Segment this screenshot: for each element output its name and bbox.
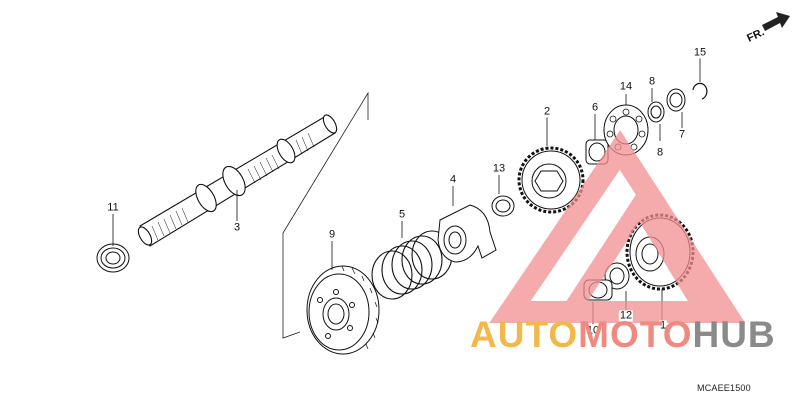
- callout-3: 3: [232, 221, 242, 234]
- callout-5: 5: [397, 208, 407, 221]
- callout-11: 11: [106, 201, 120, 214]
- callout-9: 9: [327, 228, 337, 241]
- part-4-cam: [437, 204, 497, 263]
- assembly-bracket-outline: [282, 91, 369, 339]
- callout-8-bottom: 8: [655, 146, 665, 159]
- part-2-gear: [517, 146, 585, 214]
- callout-4: 4: [448, 173, 458, 186]
- part-12-washer: [604, 262, 630, 290]
- callout-6: 6: [590, 101, 600, 114]
- watermark-hub: HUB: [692, 314, 776, 355]
- watermark-auto: AUTO: [470, 314, 579, 355]
- callout-14: 14: [618, 80, 634, 93]
- part-13-washer: [491, 195, 515, 217]
- callout-8-top: 8: [647, 75, 657, 88]
- part-8-rings: [647, 101, 665, 123]
- automotohub-watermark: AUTOMOTOHUB: [470, 316, 776, 353]
- callout-12: 12: [618, 309, 634, 322]
- callout-1: 1: [658, 319, 668, 332]
- part-15-circlip: [692, 82, 708, 100]
- callout-7: 7: [677, 128, 687, 141]
- callout-2: 2: [542, 105, 552, 118]
- part-11-nut: [96, 243, 130, 273]
- main-shaft: [137, 114, 338, 247]
- diagram-code-label: MCAEE1500: [697, 383, 751, 393]
- part-9-bevel-gear: [306, 265, 380, 355]
- part-7-ring: [666, 88, 686, 112]
- watermark-triangle-logo: [489, 130, 746, 323]
- callout-15: 15: [692, 46, 708, 59]
- watermark-moto: MOTO: [578, 314, 693, 355]
- callout-10: 10: [585, 324, 601, 337]
- front-direction-label: FR.: [745, 26, 766, 44]
- front-direction-arrow-icon: [762, 12, 790, 31]
- callout-13: 13: [491, 162, 507, 175]
